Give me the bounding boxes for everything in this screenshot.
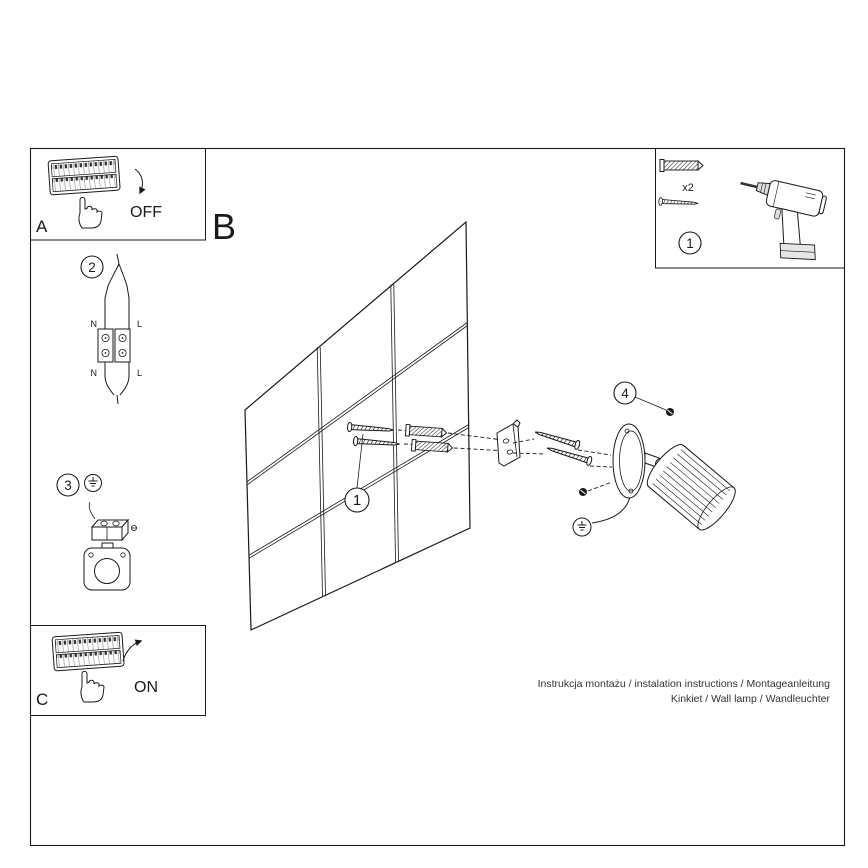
bracket-screw-icon	[533, 427, 582, 451]
wire-label-n-bottom: N	[91, 368, 98, 378]
on-label: ON	[134, 679, 158, 696]
wall-step-badge: 1	[353, 492, 361, 509]
panel-a-letter: A	[36, 217, 48, 236]
lamp-cable	[591, 496, 631, 524]
tiny-screw-icon	[130, 525, 137, 532]
terminal-block-right	[114, 328, 131, 363]
panel-a: OFF A	[30, 148, 206, 241]
kit-box-frame	[655, 148, 845, 269]
panel-c-letter: C	[36, 690, 48, 709]
hand-icon	[80, 670, 105, 703]
bracket-illustration	[496, 419, 613, 537]
terminal-block-left	[97, 328, 114, 363]
wall-plug-icon	[659, 159, 704, 172]
wire-curl	[88, 501, 96, 520]
wire-label-n-top: N	[91, 319, 98, 329]
wall-step-badge-circle	[344, 487, 370, 513]
wiring-diagram: N L N L	[91, 253, 142, 405]
panel-a-box	[30, 148, 206, 241]
footer-line-1: Instrukcja montażu / instalation instruc…	[538, 678, 831, 690]
breaker-strip-icon	[47, 155, 121, 196]
qty-label: x2	[682, 182, 694, 194]
flip-down-arrow-icon	[134, 168, 146, 195]
sheet-frame	[29, 147, 846, 847]
lamp-canopy	[612, 423, 646, 499]
bracket-step: 3	[56, 473, 137, 591]
panel-c: ON C	[30, 625, 206, 716]
step-1-leader-line	[356, 433, 364, 489]
step-4-leader-line	[634, 396, 667, 411]
step-1-badge-circle	[678, 231, 702, 255]
step-3-badge: 3	[64, 478, 72, 493]
breaker-strip-icon	[51, 631, 125, 672]
hand-icon	[78, 196, 103, 229]
off-label: OFF	[130, 204, 162, 221]
section-b-label: B	[212, 206, 236, 247]
lamp-illustration: 4	[591, 381, 736, 531]
lamp-shade	[646, 444, 736, 531]
step-4-badge-circle	[613, 381, 637, 405]
wire-label-l-top: L	[137, 319, 142, 329]
bracket-screw-icon	[545, 443, 594, 467]
step-3-badge-circle	[56, 473, 80, 497]
mounting-plate-illustration	[83, 542, 131, 591]
drill-icon	[740, 180, 827, 261]
wiring-step: 2 N L N L	[80, 253, 142, 405]
step-2-badge: 2	[88, 260, 96, 275]
flip-up-arrow-icon	[122, 639, 143, 662]
step-1-badge: 1	[686, 236, 694, 251]
wall-illustration: 1	[244, 220, 509, 631]
footer-line-2: Kinkiet / Wall lamp / Wandleuchter	[671, 693, 831, 705]
wire-label-l-bottom: L	[137, 368, 142, 378]
step-4-badge: 4	[621, 386, 629, 401]
footer: Instrukcja montażu / instalation instruc…	[538, 678, 831, 705]
panel-c-box	[30, 625, 206, 716]
kit-box: x2 1	[655, 148, 845, 269]
step-2-badge-circle	[80, 255, 104, 279]
terminal-block-illustration	[90, 518, 137, 542]
screw-icon	[658, 197, 699, 208]
